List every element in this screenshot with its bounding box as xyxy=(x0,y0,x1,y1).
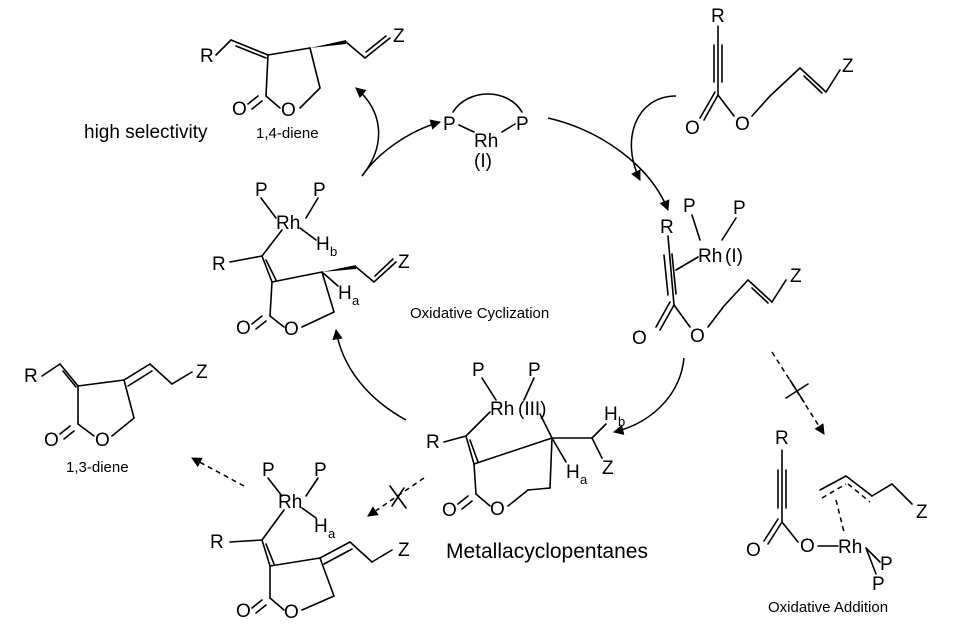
atom-z: Z xyxy=(790,266,802,287)
atom-rh: Rh xyxy=(838,537,862,558)
caption-metallacyclopentanes: Metallacyclopentanes xyxy=(446,540,648,563)
rh-catalyst: P Rh P (I) xyxy=(443,93,529,172)
subscript-a: a xyxy=(352,293,360,308)
atom-o: O xyxy=(236,601,251,622)
arrow-disfavored-13-diene xyxy=(191,457,245,487)
atom-r: R xyxy=(775,428,789,449)
atom-z: Z xyxy=(602,458,614,479)
atom-p: P xyxy=(516,114,529,135)
atom-o: O xyxy=(690,326,705,347)
arrow-metallacycle-to-hydride xyxy=(332,328,407,421)
caption-13-diene: 1,3-diene xyxy=(66,459,129,476)
arrow-disfavored-1-3-elimination xyxy=(367,477,425,517)
product-14-diene: R O O Z xyxy=(200,26,405,121)
oxidation-state-label: (III) xyxy=(518,399,547,420)
atom-rh: Rh xyxy=(276,213,300,234)
atom-o: O xyxy=(284,319,299,340)
atom-z: Z xyxy=(393,26,405,47)
atom-p: P xyxy=(528,360,541,381)
atom-o: O xyxy=(95,430,110,451)
atom-h: H xyxy=(316,234,330,255)
atom-o: O xyxy=(281,100,296,121)
rh-hydride-intermediate-a: P P Rh H a R Z O O xyxy=(210,460,410,623)
atom-r: R xyxy=(711,6,725,27)
cross-mark xyxy=(391,487,405,507)
caption-14-diene: 1,4-diene xyxy=(256,125,319,142)
arrow-catalyst-to-complex xyxy=(547,117,670,211)
atom-z: Z xyxy=(196,362,208,383)
rh-pi-complex: P P R Rh (I) O O Z xyxy=(632,196,802,349)
oxidation-state-label: (I) xyxy=(725,246,743,267)
atom-r: R xyxy=(210,532,224,553)
atom-p: P xyxy=(733,198,746,219)
atom-r: R xyxy=(212,254,226,275)
atom-o: O xyxy=(236,318,251,339)
atom-z: Z xyxy=(398,252,410,273)
atom-rh: Rh xyxy=(698,246,722,267)
atom-o: O xyxy=(284,602,299,623)
atom-r: R xyxy=(200,46,214,67)
atom-r: R xyxy=(660,217,674,238)
atom-r: R xyxy=(426,432,440,453)
atom-p: P xyxy=(443,114,456,135)
subscript-b: b xyxy=(330,244,337,259)
subscript-b: b xyxy=(618,414,625,429)
product-13-diene: R O O Z xyxy=(24,362,208,451)
atom-p: P xyxy=(313,180,326,201)
atom-p: P xyxy=(683,196,696,217)
atom-o: O xyxy=(800,536,815,557)
subscript-a: a xyxy=(580,472,588,487)
atom-p: P xyxy=(880,554,893,575)
atom-o: O xyxy=(442,500,457,521)
caption-high-selectivity: high selectivity xyxy=(84,122,208,143)
arrow-complex-to-metallacycle xyxy=(612,357,685,435)
atom-o: O xyxy=(685,118,700,139)
oxidative-addition-complex: R O O Rh P P Z xyxy=(746,428,928,595)
arrow-substrate-in xyxy=(630,95,677,181)
atom-h: H xyxy=(566,462,580,483)
atom-p: P xyxy=(262,460,275,481)
cross-mark xyxy=(789,379,805,403)
caption-oxidative-cyclization: Oxidative Cyclization xyxy=(410,305,549,322)
atom-o: O xyxy=(735,114,750,135)
atom-o: O xyxy=(232,99,247,120)
arrow-catalyst-regeneration xyxy=(361,119,442,177)
rh-hydride-intermediate-b: P P Rh H b R H a Z O O xyxy=(212,180,410,340)
atom-h: H xyxy=(338,283,352,304)
substrate-enyne: R O O Z xyxy=(685,6,854,139)
metallacyclopentane-rh3: P P Rh (III) R H b Z H a O O xyxy=(426,360,625,521)
atom-r: R xyxy=(24,366,38,387)
atom-p: P xyxy=(255,180,268,201)
atom-o: O xyxy=(490,499,505,520)
subscript-a: a xyxy=(328,526,336,541)
caption-oxidative-addition: Oxidative Addition xyxy=(768,599,888,616)
atom-rh: Rh xyxy=(278,492,302,513)
atom-o: O xyxy=(746,540,761,561)
atom-o: O xyxy=(44,430,59,451)
oxidation-state-label: (I) xyxy=(474,151,492,172)
atom-z: Z xyxy=(842,56,854,77)
arrow-hydride-to-14-diene xyxy=(355,87,380,177)
atom-h: H xyxy=(314,516,328,537)
atom-h: H xyxy=(604,404,618,425)
atom-p: P xyxy=(314,460,327,481)
atom-p: P xyxy=(872,574,885,595)
atom-rh: Rh xyxy=(474,131,498,152)
atom-rh: Rh xyxy=(490,399,514,420)
atom-p: P xyxy=(472,360,485,381)
atom-z: Z xyxy=(916,502,928,523)
atom-z: Z xyxy=(398,540,410,561)
atom-o: O xyxy=(632,328,647,349)
